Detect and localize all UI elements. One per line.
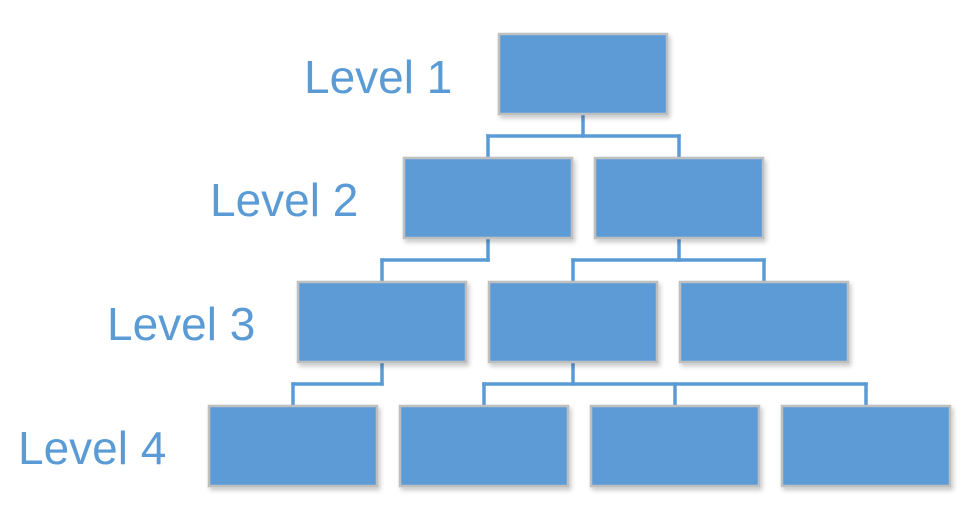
org-box-level-3-1 [296, 280, 468, 364]
connector-layer [291, 112, 868, 408]
level-4-label: Level 4 [18, 422, 167, 474]
level-1-label: Level 1 [304, 51, 453, 103]
org-box-level-3-2 [487, 280, 659, 364]
org-box-level-4-3 [589, 404, 761, 488]
level-2-label: Level 2 [210, 174, 359, 226]
org-box-level-2-2 [593, 156, 765, 240]
org-box-level-4-4 [780, 404, 952, 488]
level-3-label: Level 3 [107, 298, 256, 350]
org-box-level-2-1 [402, 156, 574, 240]
org-box-level-4-2 [398, 404, 570, 488]
org-box-level-1-1 [497, 32, 669, 116]
box-layer [207, 32, 952, 488]
org-box-level-4-1 [207, 404, 379, 488]
org-box-level-3-3 [678, 280, 850, 364]
